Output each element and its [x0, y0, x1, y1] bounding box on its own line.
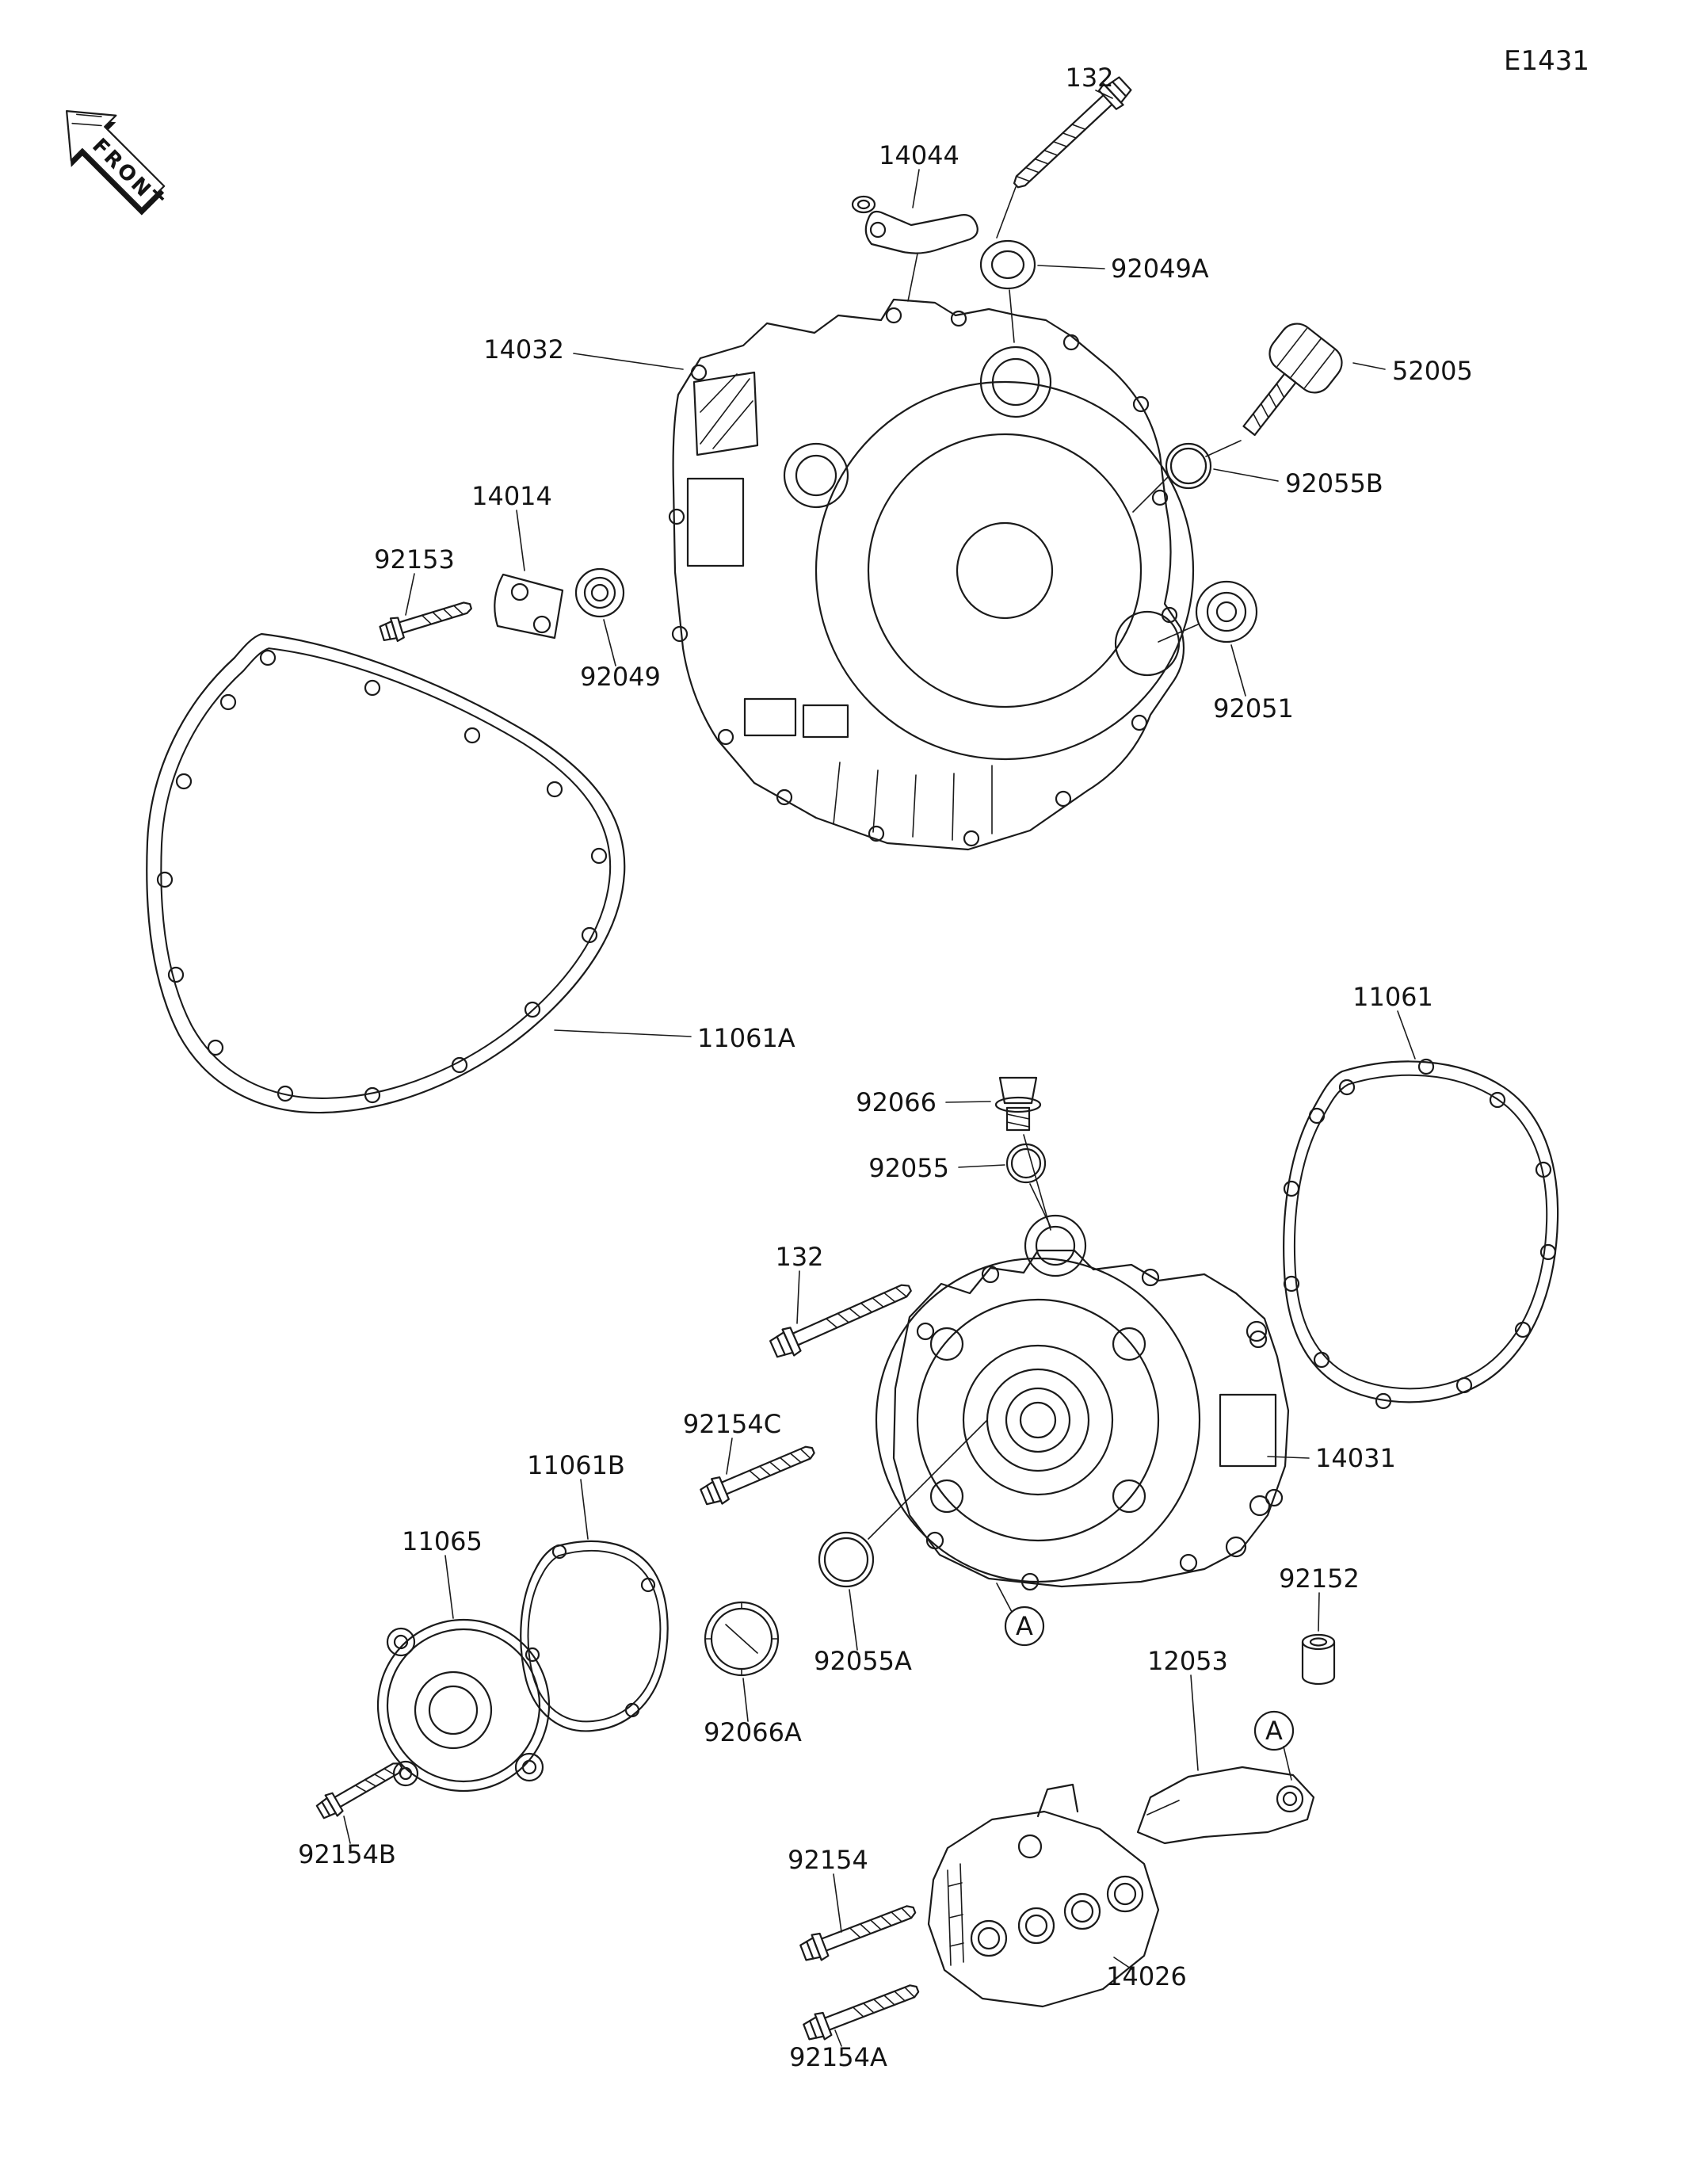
part-label-92153: 92153 [374, 544, 455, 575]
leader-line [996, 1583, 1013, 1613]
bolt-92154A [800, 1976, 924, 2046]
o-ring-92055A-drawing [818, 1531, 875, 1588]
oil-seal-92051-drawing [1158, 580, 1258, 643]
leader-line [1213, 468, 1279, 482]
part-label-11061: 11061 [1352, 982, 1433, 1012]
part-label-14031: 14031 [1315, 1443, 1396, 1473]
leader-line [573, 353, 684, 370]
leader-line [1318, 1592, 1320, 1632]
part-label-92049A: 92049A [1111, 254, 1209, 284]
bolt-92154B [313, 1754, 408, 1823]
circle-marker-label: A [1016, 1611, 1033, 1641]
leader-line [1267, 1456, 1310, 1459]
oil-seal-92049-drawing [574, 567, 625, 618]
leader-line [726, 1438, 733, 1475]
leader-line [1095, 90, 1113, 99]
leader-line [1037, 265, 1105, 269]
plate-14014-drawing [494, 573, 564, 640]
leader-line [1352, 362, 1386, 370]
bolt-92154C [697, 1437, 820, 1510]
bolts-drawing [313, 72, 1136, 2046]
leader-line [580, 1479, 589, 1540]
part-label-92152: 92152 [1279, 1564, 1360, 1594]
part-label-92066: 92066 [856, 1087, 937, 1117]
leader-line [834, 2029, 842, 2047]
part-label-92154B: 92154B [298, 1839, 396, 1869]
gasket-11061B-drawing [520, 1540, 669, 1732]
part-label-12053: 12053 [1147, 1646, 1228, 1676]
leader-line [958, 1164, 1005, 1168]
leader-line [912, 169, 920, 208]
leader-line [796, 1270, 800, 1324]
leader-line [849, 1589, 858, 1651]
part-label-14044: 14044 [879, 140, 959, 170]
plug-92066-drawing [994, 1076, 1051, 1231]
o-ring-92055-drawing [1005, 1143, 1051, 1228]
leader-line [1283, 1746, 1292, 1781]
leader-line [1190, 1674, 1199, 1771]
front-label: FRONT [87, 134, 168, 215]
part-label-11061B: 11061B [527, 1450, 625, 1480]
part-label-92066A: 92066A [704, 1717, 802, 1747]
part-label-92154A: 92154A [789, 2042, 887, 2072]
leader-line [554, 1029, 692, 1037]
part-label-92154: 92154 [788, 1845, 868, 1875]
part-label-14032: 14032 [483, 334, 564, 365]
part-label-92055B: 92055B [1285, 468, 1383, 498]
circle-marker [1004, 1606, 1045, 1647]
leader-line [1230, 644, 1246, 697]
part-label-52005: 52005 [1392, 356, 1473, 386]
part-label-92055: 92055 [868, 1153, 949, 1183]
circle-marker [1253, 1710, 1295, 1751]
leader-line [603, 619, 616, 666]
leader-line [405, 573, 415, 616]
generator-cover-14031-drawing [868, 1214, 1290, 1591]
part-labels-layer: 1321404492049A140325200592055B1401492153… [298, 63, 1473, 2072]
part-label-92154C: 92154C [683, 1409, 781, 1439]
bolt-92153 [377, 594, 475, 646]
bracket-14044-drawing [851, 195, 979, 254]
oil-filler-cap-52005-drawing [1132, 323, 1343, 513]
o-ring-92055B-drawing [1165, 442, 1212, 490]
bracket-14026-drawing [927, 1783, 1160, 2008]
leader-line [444, 1555, 454, 1619]
bracket-12053-drawing [1136, 1766, 1315, 1845]
part-label-11065: 11065 [402, 1526, 483, 1556]
diagram-code: E1431 [1504, 45, 1589, 77]
bolt-92154 [797, 1896, 921, 1967]
part-label-11061A: 11061A [697, 1023, 795, 1053]
part-label-92051: 92051 [1213, 693, 1294, 724]
part-label-132: 132 [1065, 63, 1113, 93]
leader-line [1113, 1957, 1134, 1971]
gasket-11061-drawing [1283, 1058, 1559, 1410]
part-label-92049: 92049 [580, 662, 661, 692]
pulser-cover-11065-drawing [376, 1618, 551, 1793]
circle-marker-label: A [1265, 1716, 1283, 1746]
leader-line [742, 1678, 749, 1722]
part-label-14014: 14014 [471, 481, 552, 511]
front-arrow-icon [66, 110, 166, 210]
part-label-132: 132 [775, 1242, 823, 1272]
leader-line [343, 1816, 351, 1844]
leader-line [516, 510, 525, 571]
front-direction-marker: FRONT [66, 110, 168, 216]
clutch-cover-14032-drawing [668, 186, 1195, 851]
leader-line [833, 1873, 842, 1933]
cap-92066A-drawing [704, 1601, 780, 1677]
part-label-14026: 14026 [1106, 1961, 1187, 1991]
collar-92152-drawing [1301, 1633, 1336, 1686]
gasket-11061A-drawing [146, 632, 626, 1114]
leader-line [1397, 1010, 1416, 1060]
part-label-92055A: 92055A [814, 1646, 912, 1676]
oil-seal-92049A-drawing [979, 239, 1036, 290]
